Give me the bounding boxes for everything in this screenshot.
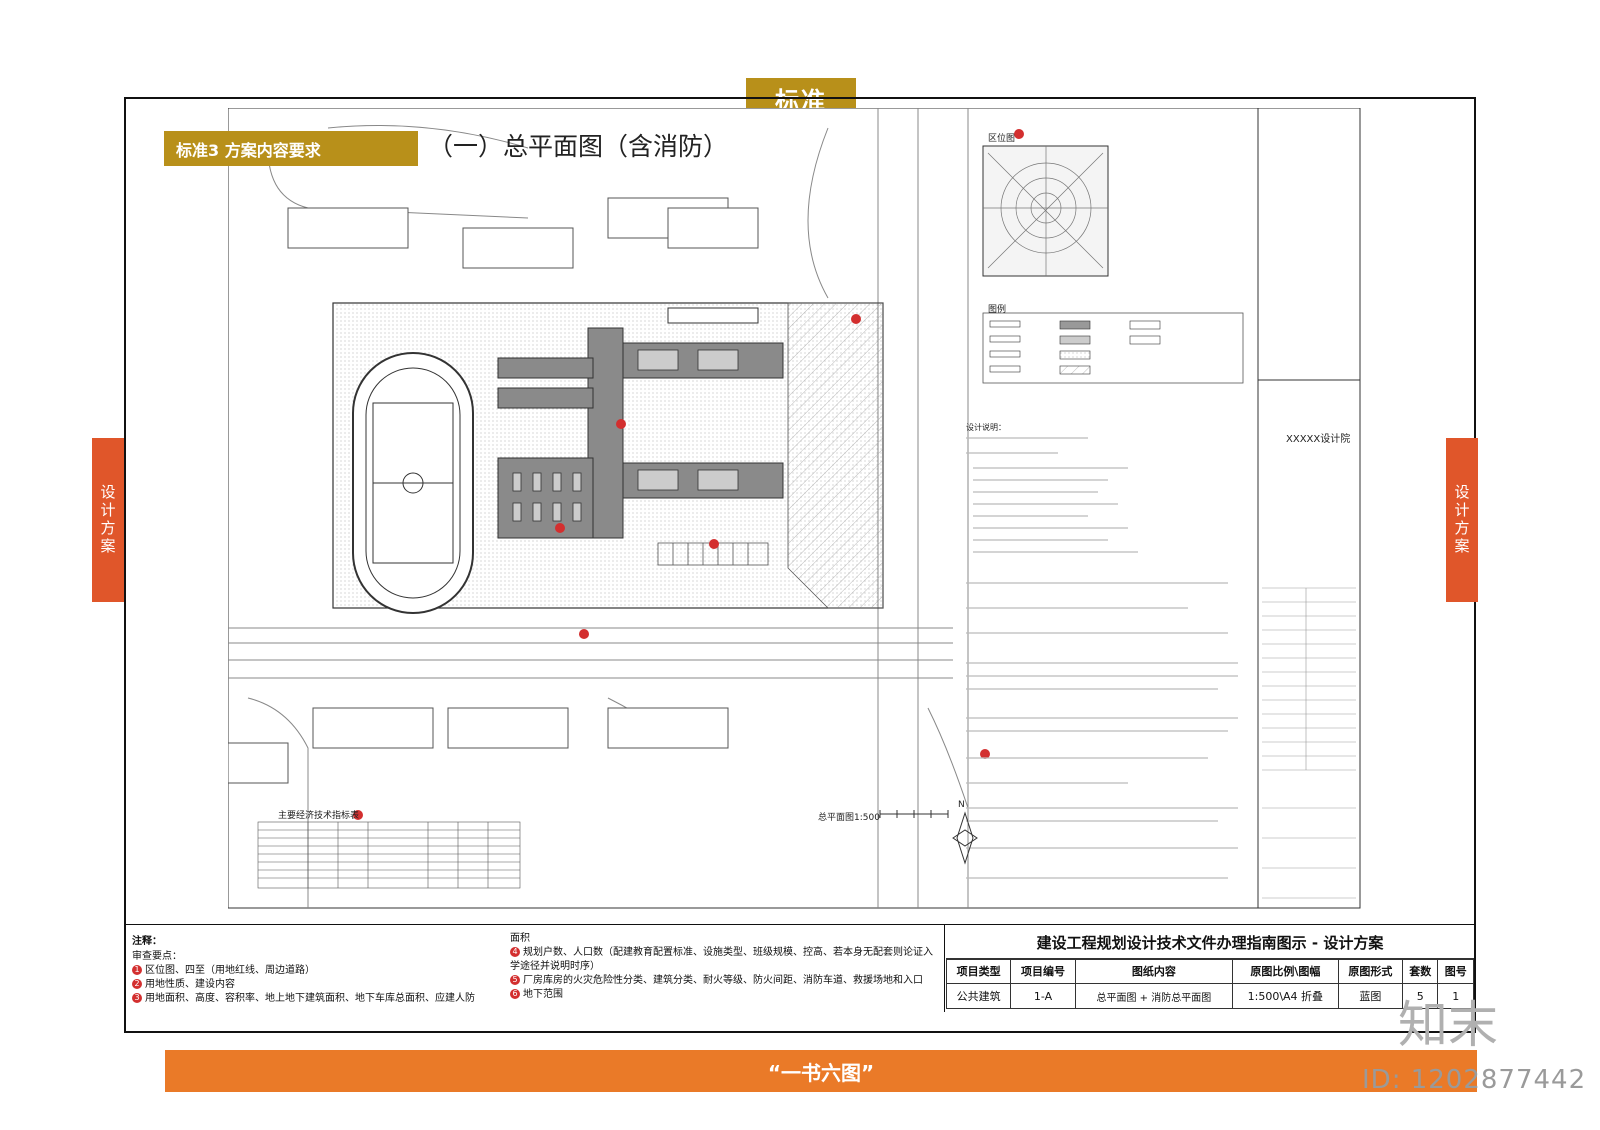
title-area-divider xyxy=(124,924,1476,925)
notes-item-5-text: 厂房库房的火灾危险性分类、建筑分类、耐火等级、防火间距、消防车道、救援场地和入口 xyxy=(523,975,923,986)
title-block-header-row: 项目类型 项目编号 图纸内容 原图比例\图幅 原图形式 套数 图号 xyxy=(945,958,1474,984)
title-block-table: 项目类型 项目编号 图纸内容 原图比例\图幅 原图形式 套数 图号 公共建筑 1… xyxy=(945,958,1474,1009)
site-plan-drawing xyxy=(228,108,1361,909)
notes-sub: 审查要点： xyxy=(132,951,182,962)
title-block-value-row: 公共建筑 1-A 总平面图 + 消防总平面图 1:500\A4 折叠 蓝图 5 … xyxy=(945,983,1474,1009)
marker-1-icon: 1 xyxy=(132,965,142,975)
notes-item-2-text: 用地性质、建设内容 xyxy=(145,979,235,990)
tb-v-content: 总平面图 + 消防总平面图 xyxy=(1074,983,1234,1009)
section-label: 标准3 方案内容要求 xyxy=(164,131,418,166)
tb-h-content: 图纸内容 xyxy=(1074,958,1234,984)
notes-heading: 注释： xyxy=(132,936,162,947)
tb-v-form: 蓝图 xyxy=(1337,983,1404,1009)
image-id: ID: 1202877442 xyxy=(1362,1065,1587,1095)
tb-h-type: 项目类型 xyxy=(945,958,1012,984)
plan-title: （一）总平面图（含消防） xyxy=(428,132,729,161)
logo-watermark: 知末 xyxy=(1398,996,1498,1054)
side-tab-left: 设计方案 xyxy=(92,438,124,602)
tb-v-scale: 1:500\A4 折叠 xyxy=(1232,983,1339,1009)
legend-label: 图例 xyxy=(988,305,1007,315)
tb-h-form: 原图形式 xyxy=(1337,958,1404,984)
tb-h-code: 项目编号 xyxy=(1010,958,1076,984)
location-map-label: 区位图 xyxy=(988,134,1016,144)
notes-item-1-text: 区位图、四至（用地红线、周边道路） xyxy=(145,965,315,976)
scale-label: 总平面图1:500 xyxy=(818,813,880,823)
tb-v-type: 公共建筑 xyxy=(945,983,1012,1009)
marker-2-icon: 2 xyxy=(132,979,142,989)
bottom-band: “一书六图” xyxy=(165,1050,1477,1092)
tb-h-scale: 原图比例\图幅 xyxy=(1232,958,1339,984)
marker-3-icon: 3 xyxy=(132,993,142,1003)
notes-cont: 面积 xyxy=(510,933,530,944)
title-block-main: 建设工程规划设计技术文件办理指南图示 - 设计方案 xyxy=(946,926,1474,960)
tb-h-number: 图号 xyxy=(1437,958,1474,984)
north-label: N xyxy=(958,800,965,810)
tb-v-code: 1-A xyxy=(1010,983,1076,1009)
notes-item-4-text: 规划户数、人口数（配建教育配置标准、设施类型、班级规模、控高、若本身无配套则论证… xyxy=(510,947,933,972)
marker-6-icon: 6 xyxy=(510,989,520,999)
design-notes-label: 设计说明： xyxy=(966,423,1006,432)
notes-item-6-text: 地下范围 xyxy=(523,989,563,1000)
marker-4-icon: 4 xyxy=(510,947,520,957)
tb-v-number: 1 xyxy=(1437,983,1474,1009)
tb-v-sets: 5 xyxy=(1402,983,1439,1009)
econ-table-label: 主要经济技术指标表 xyxy=(278,811,360,821)
marker-5-icon: 5 xyxy=(510,975,520,985)
side-tab-right: 设计方案 xyxy=(1446,438,1478,602)
institute-name: XXXXX设计院 xyxy=(1286,434,1351,445)
title-area-vline xyxy=(944,924,945,1012)
tb-h-sets: 套数 xyxy=(1402,958,1439,984)
notes-item-3-text: 用地面积、高度、容积率、地上地下建筑面积、地下车库总面积、应建人防 xyxy=(145,993,475,1004)
